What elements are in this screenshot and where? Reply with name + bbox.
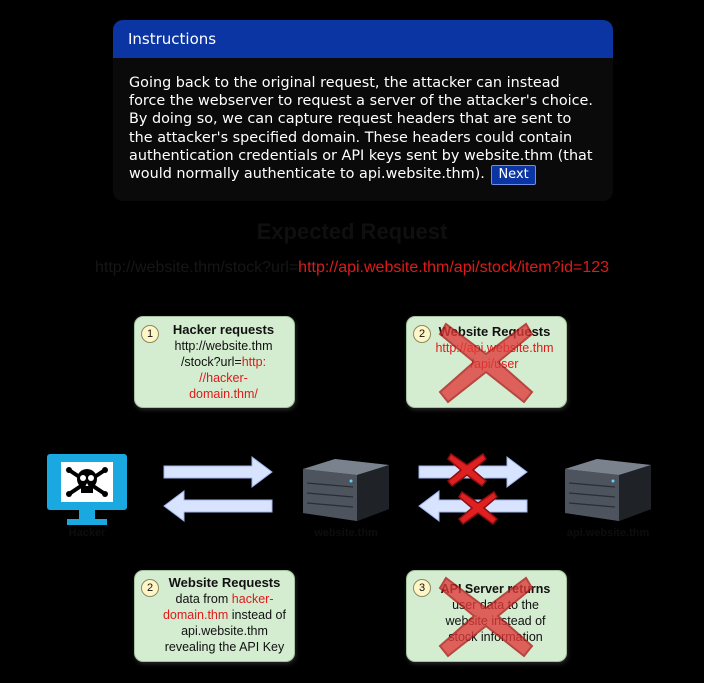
step3-line1: user data to the <box>452 598 539 612</box>
step2-top-red1: http://api.website.thm <box>435 341 554 355</box>
step1-title: Hacker requests <box>172 322 275 337</box>
expected-url-target: http://api.website.thm/api/stock/item?id… <box>298 259 610 276</box>
step1-red1: http: <box>241 355 267 369</box>
hacker-label: Hacker <box>68 527 106 539</box>
step1-red3: domain.thm/ <box>189 387 258 401</box>
step-number: 3 <box>413 579 431 597</box>
instructions-panel: Instructions Going back to the original … <box>113 20 613 201</box>
step2-bottom-line4: revealing the API Key <box>164 640 285 654</box>
cross-icon <box>457 490 499 526</box>
step1-red2: //hacker- <box>199 371 248 385</box>
step2-bottom-box: 2 Website Requests data from hacker- dom… <box>134 570 295 662</box>
step2-top-title: Website Requests <box>438 324 551 339</box>
api-label: api.website.thm <box>566 527 650 539</box>
step2-bottom-red1: hacker- <box>231 592 274 606</box>
step2-bottom-title: Website Requests <box>168 575 281 590</box>
api-server-icon <box>565 459 651 521</box>
step-number: 2 <box>141 579 159 597</box>
step2-top-box: 2 Website Requests http://api.website.th… <box>406 316 567 408</box>
cross-icon <box>446 452 488 488</box>
step3-title: API Server returns <box>440 582 551 596</box>
step1-line1: http://website.thm <box>174 339 273 353</box>
step2-top-red2: /api/user <box>470 357 519 371</box>
diagram-title: Expected Request <box>256 219 448 244</box>
website-server-icon <box>303 459 389 521</box>
step3-line3: stock information <box>448 630 543 644</box>
step3-box: 3 API Server returns user data to the we… <box>406 570 567 662</box>
panel-title: Instructions <box>113 20 613 58</box>
instructions-text: Going back to the original request, the … <box>129 75 593 183</box>
step1-line2: /stock?url= <box>180 355 242 369</box>
panel-body: Going back to the original request, the … <box>113 58 613 186</box>
step2-bottom-line1: data from <box>175 592 229 606</box>
step2-bottom-red2: domain.thm <box>162 608 229 622</box>
step3-line2: website instead of <box>445 614 546 628</box>
expected-url: http://website.thm/stock?url=http://api.… <box>0 259 704 277</box>
website-label: website.thm <box>314 527 378 539</box>
step-number: 2 <box>413 325 431 343</box>
request-arrows <box>163 456 273 522</box>
expected-url-prefix: http://website.thm/stock?url= <box>94 259 299 276</box>
step2-bottom-line3: api.website.thm <box>181 624 268 638</box>
step-number: 1 <box>141 325 159 343</box>
hacker-monitor-icon <box>47 454 127 525</box>
step2-bottom-line2: instead of <box>231 608 286 622</box>
next-button[interactable]: Next <box>491 165 536 186</box>
step1-box: 1 Hacker requests http://website.thm /st… <box>134 316 295 408</box>
